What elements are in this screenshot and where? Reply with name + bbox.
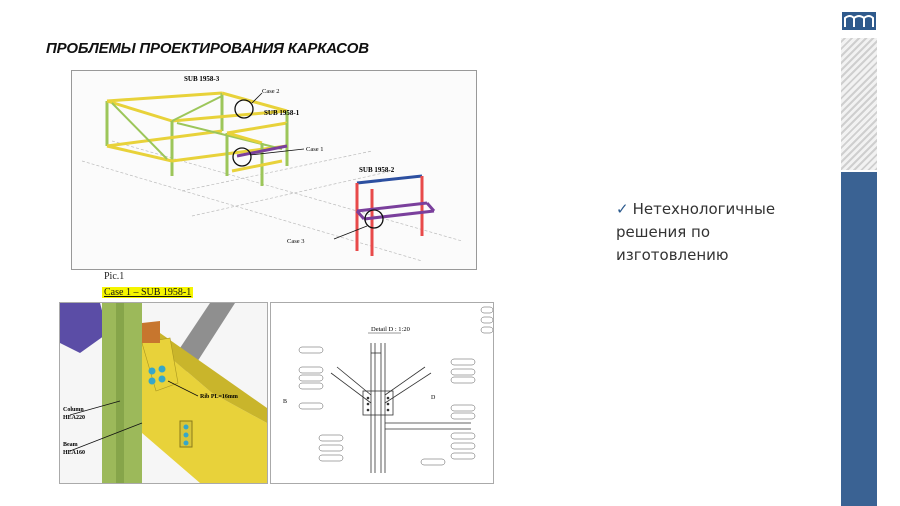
svg-text:B: B [283,399,287,405]
case-1-highlight-caption: Case 1 – SUB 1958-1 [102,287,194,298]
detail-title: Detail D : 1:20 [371,326,410,333]
checkmark-icon: ✓ [616,200,629,218]
label-sub-1958-2: SUB 1958-2 [359,166,395,174]
slide-title: ПРОБЛЕМЫ ПРОЕКТИРОВАНИЯ КАРКАСОВ [46,40,369,57]
joint-closeup-image: Column HEA220 Beam HEA160 Rib PL=16mm [59,302,268,484]
label-case-2: Case 2 [262,88,280,95]
svg-text:D: D [431,395,436,401]
label-case-3: Case 3 [287,238,305,245]
label-rib: Rib PL=16mm [200,394,238,400]
label-beam: Beam [63,442,78,448]
bullet-item-text: Нетехнологичные решения по изготовлению [616,200,776,264]
label-sub-1958-1: SUB 1958-1 [264,109,300,117]
bullet-list: ✓Нетехнологичные решения по изготовлению [616,198,816,267]
label-sub-1958-3: SUB 1958-3 [184,75,220,83]
detail-drawing-image: Detail D : 1:20 [270,302,494,484]
label-case-1: Case 1 [306,146,324,153]
sidebar-blue-band [841,172,877,506]
structure-3d-image: SUB 1958-3 SUB 1958-1 SUB 1958-2 Case 2 … [71,70,477,270]
svg-text:HEA160: HEA160 [63,450,85,456]
figure-1-caption: Pic.1 [104,271,125,282]
company-logo [842,12,876,30]
svg-text:HEA220: HEA220 [63,415,85,421]
sidebar-hatch-decoration [841,38,877,170]
label-column: Column [63,407,84,413]
